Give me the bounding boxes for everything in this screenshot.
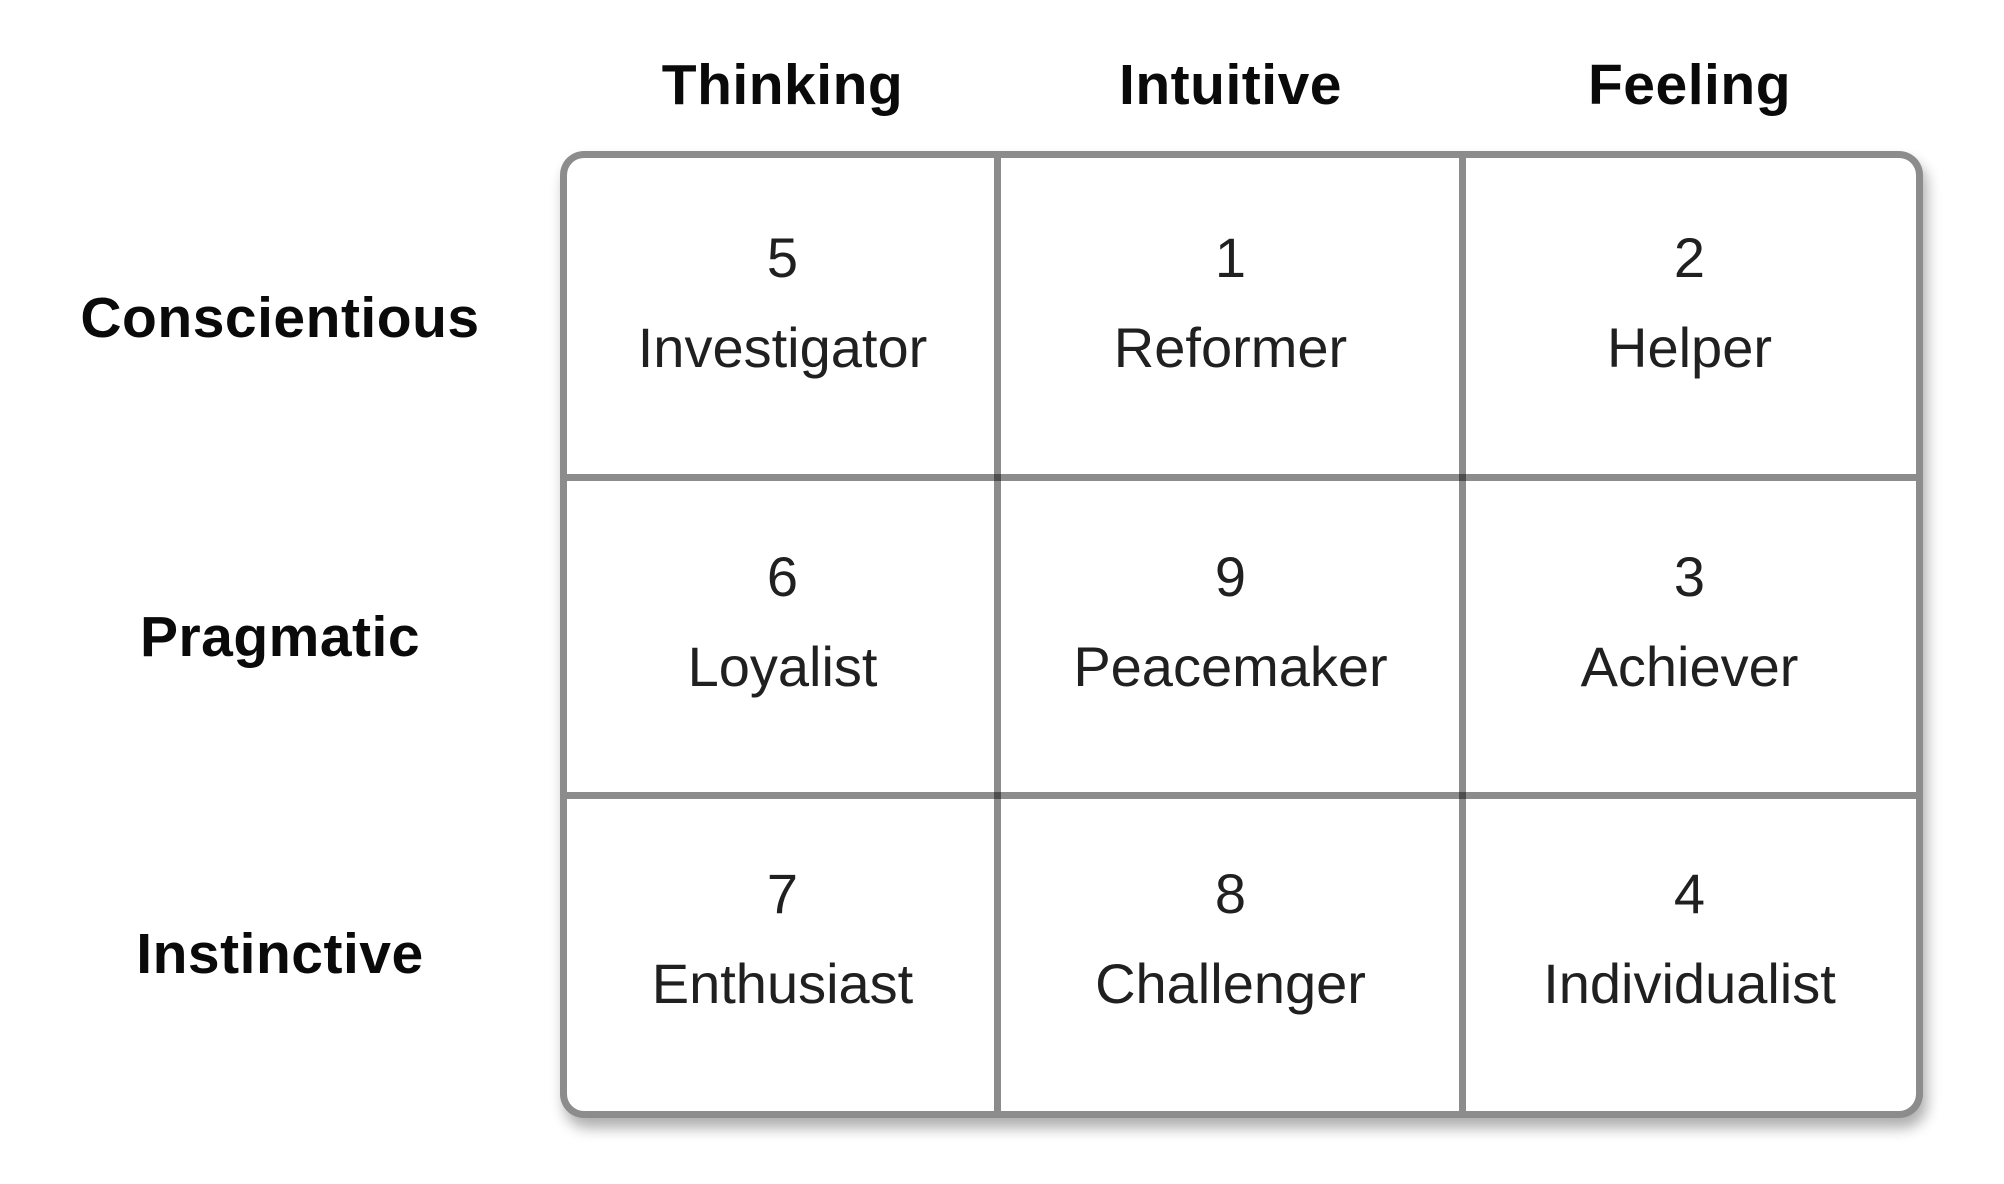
grid-horizontal-divider-1 [567,474,1916,481]
column-header-feeling: Feeling [1587,53,1792,117]
matrix-grid: 5 Investigator 1 Reformer 2 Helper 6 Loy… [560,151,1923,1118]
type-name: Peacemaker [1073,634,1388,698]
row-header-pragmatic: Pragmatic [139,604,421,669]
cell-challenger: 8 Challenger [998,781,1463,1096]
row-headers: Conscientious Pragmatic Instinctive [4,158,556,1111]
cell-peacemaker: 9 Peacemaker [998,462,1463,781]
type-number: 7 [766,861,799,925]
type-number: 9 [1214,544,1247,608]
column-header-thinking: Thinking [661,53,904,117]
type-name: Challenger [1095,951,1366,1015]
type-number: 3 [1673,544,1706,608]
type-name: Enthusiast [651,951,914,1015]
cell-enthusiast: 7 Enthusiast [567,781,998,1096]
type-number: 2 [1673,225,1706,289]
grid-vertical-divider-2 [1459,158,1466,1111]
column-header-intuitive: Intuitive [1118,53,1342,117]
type-number: 6 [766,544,799,608]
grid-horizontal-divider-2 [567,792,1916,799]
cell-helper: 2 Helper [1463,143,1916,462]
grid-vertical-divider-1 [994,158,1001,1111]
type-name: Achiever [1580,634,1799,698]
type-number: 5 [766,225,799,289]
type-name: Loyalist [687,634,878,698]
cell-investigator: 5 Investigator [567,143,998,462]
type-number: 8 [1214,861,1247,925]
cell-individualist: 4 Individualist [1463,781,1916,1096]
row-header-conscientious: Conscientious [80,285,480,350]
matrix-cells: 5 Investigator 1 Reformer 2 Helper 6 Loy… [567,158,1916,1111]
type-name: Investigator [637,315,928,379]
type-name: Reformer [1113,315,1348,379]
type-name: Individualist [1543,951,1836,1015]
cell-achiever: 3 Achiever [1463,462,1916,781]
column-headers: Thinking Intuitive Feeling [567,52,1916,118]
cell-reformer: 1 Reformer [998,143,1463,462]
type-number: 1 [1214,225,1247,289]
type-number: 4 [1673,861,1706,925]
type-name: Helper [1607,315,1772,379]
cell-loyalist: 6 Loyalist [567,462,998,781]
row-header-instinctive: Instinctive [136,921,424,986]
